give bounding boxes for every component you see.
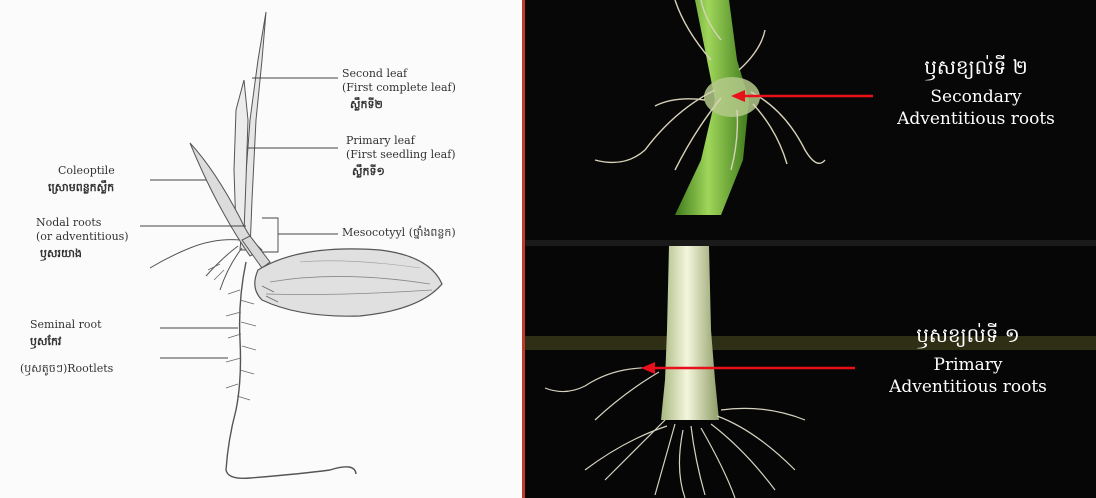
seed-drawing	[255, 249, 442, 316]
second-leaf-title: Second leaf	[342, 67, 456, 81]
second-leaf-khmer: ស្លឹកទី២	[350, 98, 456, 112]
secondary-roots-title: Secondary	[861, 86, 1091, 108]
second-leaf-subtitle: (First complete leaf)	[342, 81, 456, 95]
coleoptile-title: Coleoptile	[58, 164, 115, 178]
primary-leaf-khmer: ស្លឹកទី១	[352, 165, 456, 179]
seminal-root-khmer: ឫសកែវ	[30, 335, 102, 349]
primary-roots-khmer: ឫសខ្យល់ទី ១	[843, 322, 1093, 348]
secondary-roots-khmer: ឫសខ្យល់ទី ២	[861, 54, 1091, 80]
seedling-diagram-panel: Second leaf (First complete leaf) ស្លឹកទ…	[0, 0, 522, 498]
nodal-roots-khmer: ឫសរយាង	[40, 247, 129, 261]
primary-leaf-title: Primary leaf	[346, 134, 456, 148]
nodal-roots-drawing	[150, 240, 242, 290]
primary-roots-label: ឫសខ្យល់ទី ១ Primary Adventitious roots	[843, 322, 1093, 398]
mesocotyl-label: Mesocotyyl (ថ្នាំងពន្លក)	[342, 226, 456, 240]
primary-roots-subtitle: Adventitious roots	[843, 376, 1093, 398]
coleoptile-khmer: ស្រោមពន្លកស្លឹក	[48, 181, 115, 195]
seminal-root-title: Seminal root	[30, 318, 102, 332]
nodal-roots-subtitle: (or adventitious)	[36, 230, 129, 244]
coleoptile-label: Coleoptile ស្រោមពន្លកស្លឹក	[58, 164, 115, 195]
seminal-root-label: Seminal root ឫសកែវ	[30, 318, 102, 349]
secondary-roots-label: ឫសខ្យល់ទី ២ Secondary Adventitious roots	[861, 54, 1091, 130]
primary-leaf-label: Primary leaf (First seedling leaf) ស្លឹក…	[346, 134, 456, 179]
primary-roots-title: Primary	[843, 354, 1093, 376]
root-photos-panel: ឫសខ្យល់ទី ២ Secondary Adventitious roots…	[525, 0, 1096, 498]
nodal-roots-title: Nodal roots	[36, 216, 129, 230]
rootlets-label: (ឫសតូចៗ)Rootlets	[20, 362, 113, 376]
nodal-roots-label: Nodal roots (or adventitious) ឫសរយាង	[36, 216, 129, 261]
secondary-roots-subtitle: Adventitious roots	[861, 108, 1091, 130]
primary-leaf-subtitle: (First seedling leaf)	[346, 148, 456, 162]
second-leaf-label: Second leaf (First complete leaf) ស្លឹកទ…	[342, 67, 456, 112]
